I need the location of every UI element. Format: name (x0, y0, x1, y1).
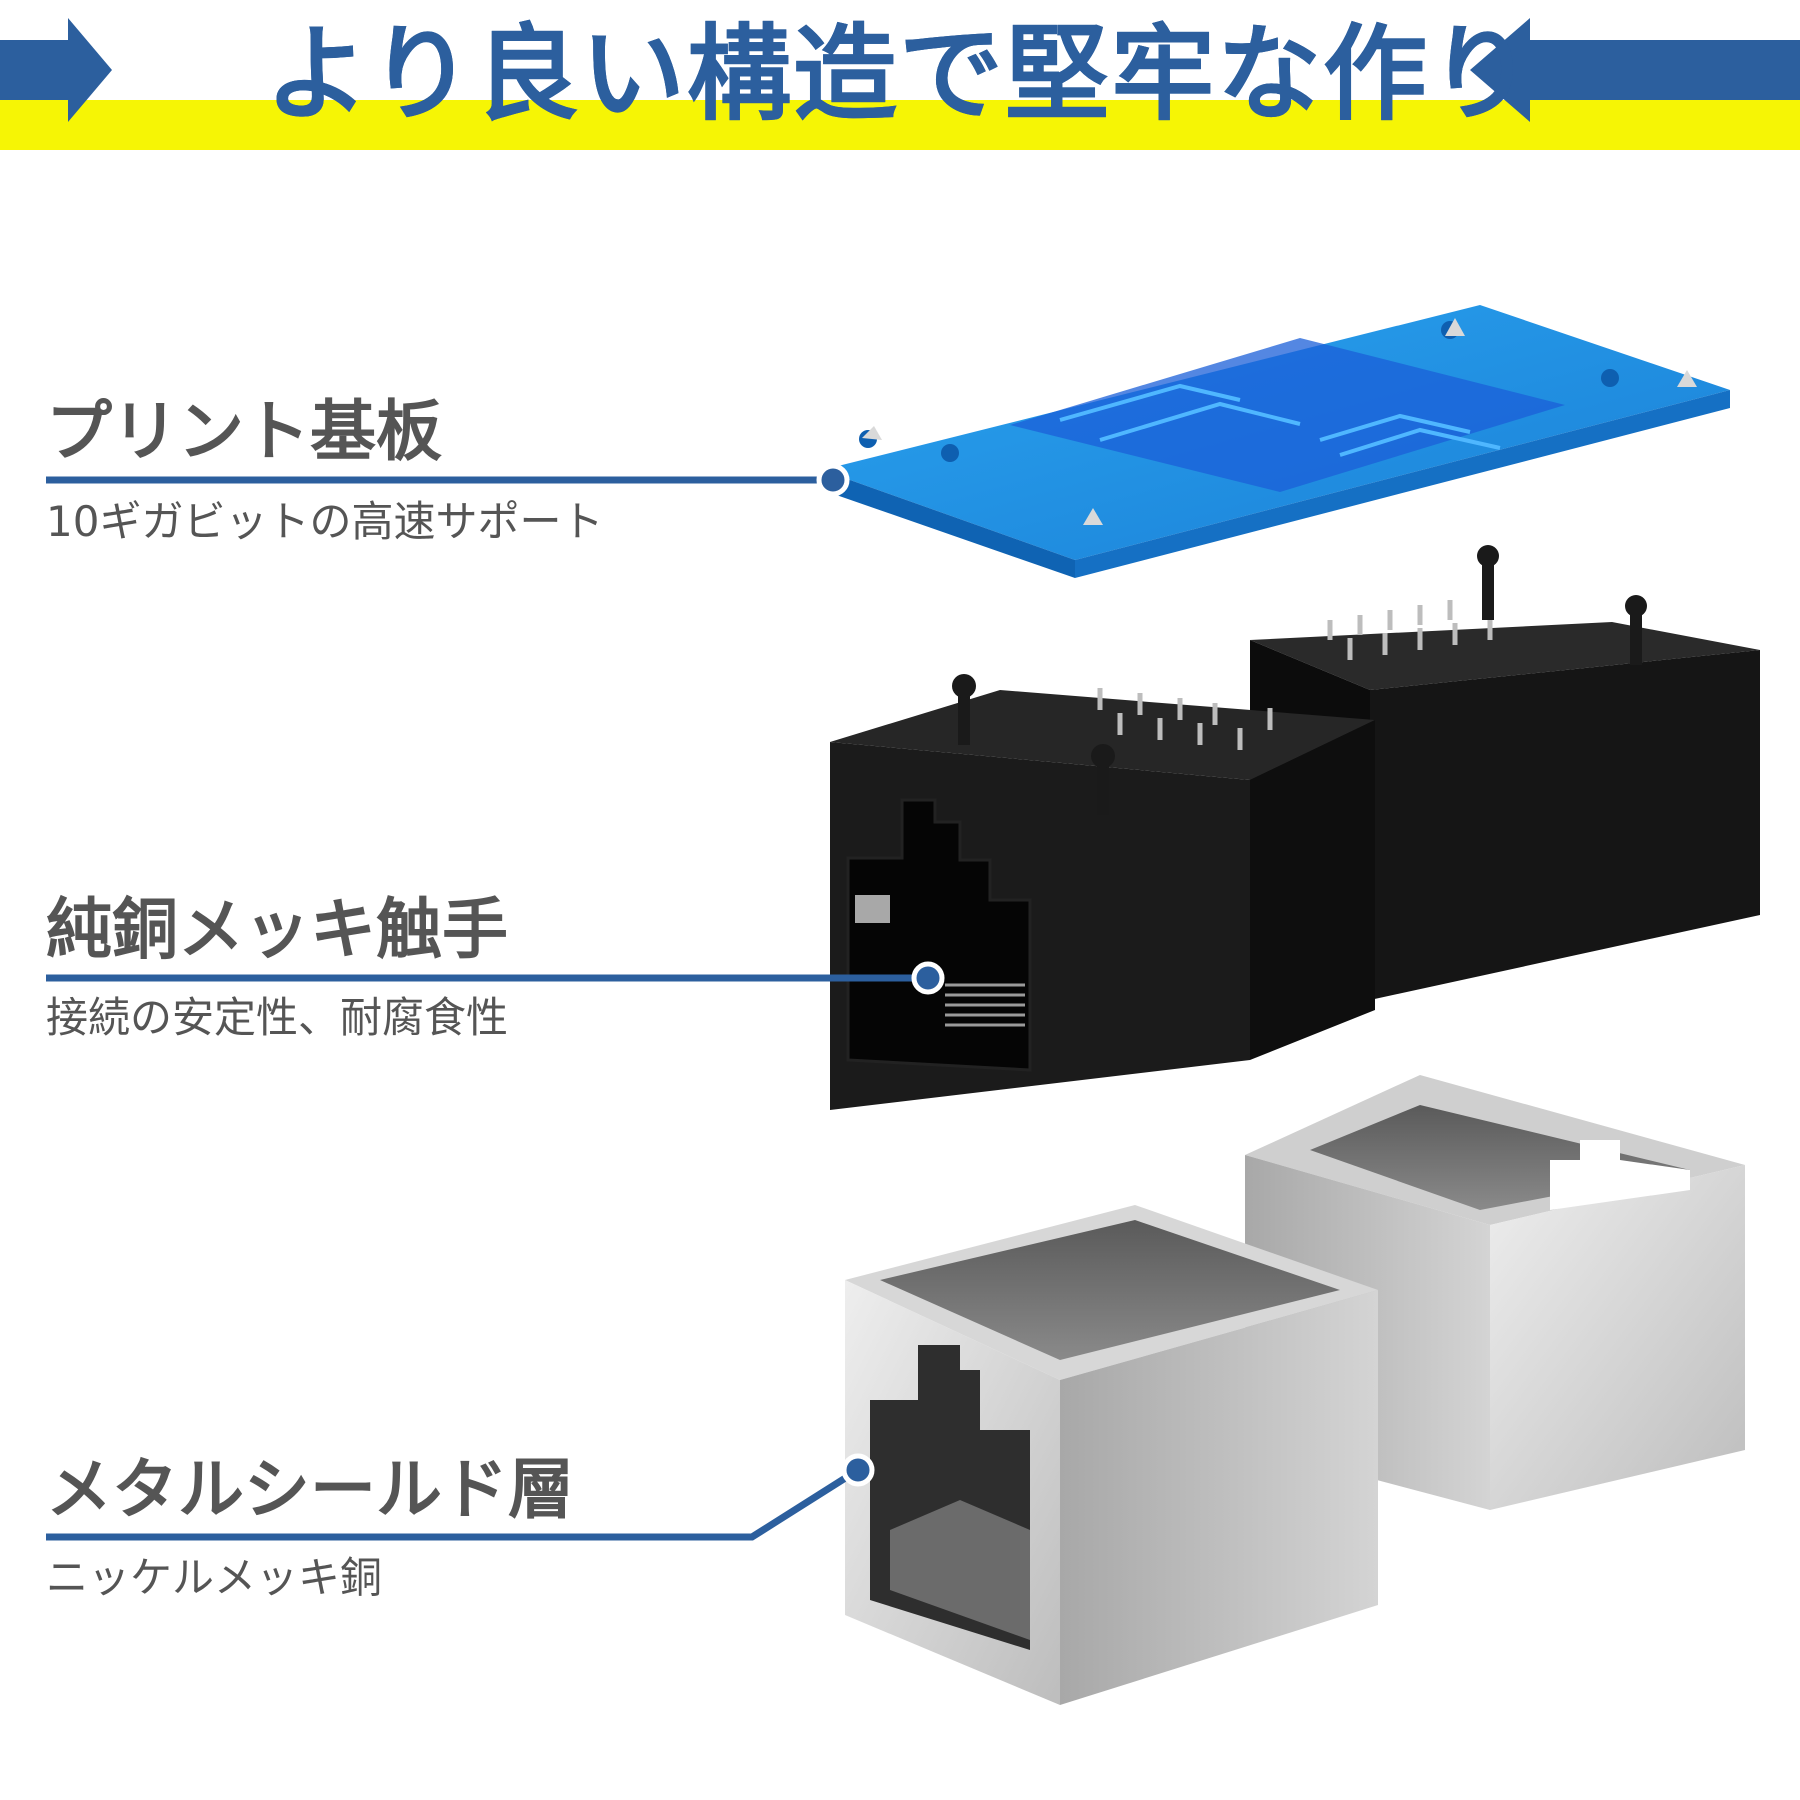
metal-shield-front (845, 1205, 1378, 1705)
banner-right-arrow-icon (0, 18, 112, 122)
banner-left-arrow-icon (1470, 18, 1800, 122)
black-jack-front (830, 674, 1375, 1110)
callout-lines (46, 476, 928, 1541)
feature-title-contacts: 純銅メッキ触手 (46, 891, 508, 968)
callout-dot-pcb-icon (816, 463, 850, 497)
feature-title-shield: メタルシールド層 (46, 1451, 574, 1528)
feature-subtitle-pcb: 10ギガビットの高速サポート (46, 497, 604, 546)
callout-dot-contacts-icon (911, 961, 945, 995)
callout-line-shield (46, 1467, 860, 1541)
pcb-board (822, 305, 1730, 578)
feature-subtitle-contacts: 接続の安定性、耐腐食性 (46, 993, 509, 1042)
feature-subtitle-shield: ニッケルメッキ銅 (46, 1553, 383, 1602)
callout-dot-shield-icon (841, 1453, 875, 1487)
feature-title-pcb: プリント基板 (46, 393, 442, 470)
banner-title: より良い構造で堅牢な作り (265, 13, 1535, 135)
banner-yellow-stripe (0, 100, 1800, 150)
